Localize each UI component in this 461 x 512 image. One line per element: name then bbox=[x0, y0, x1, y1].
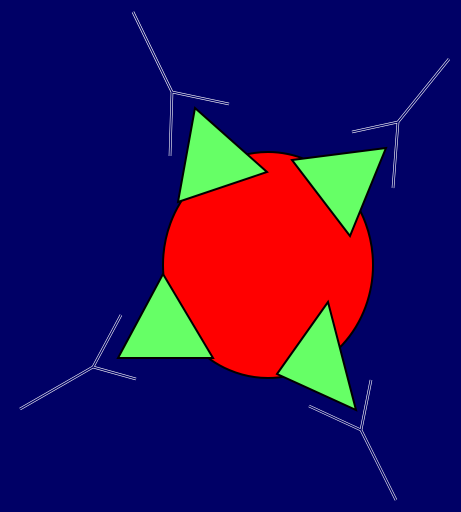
antigen-antibody-diagram bbox=[0, 0, 461, 512]
